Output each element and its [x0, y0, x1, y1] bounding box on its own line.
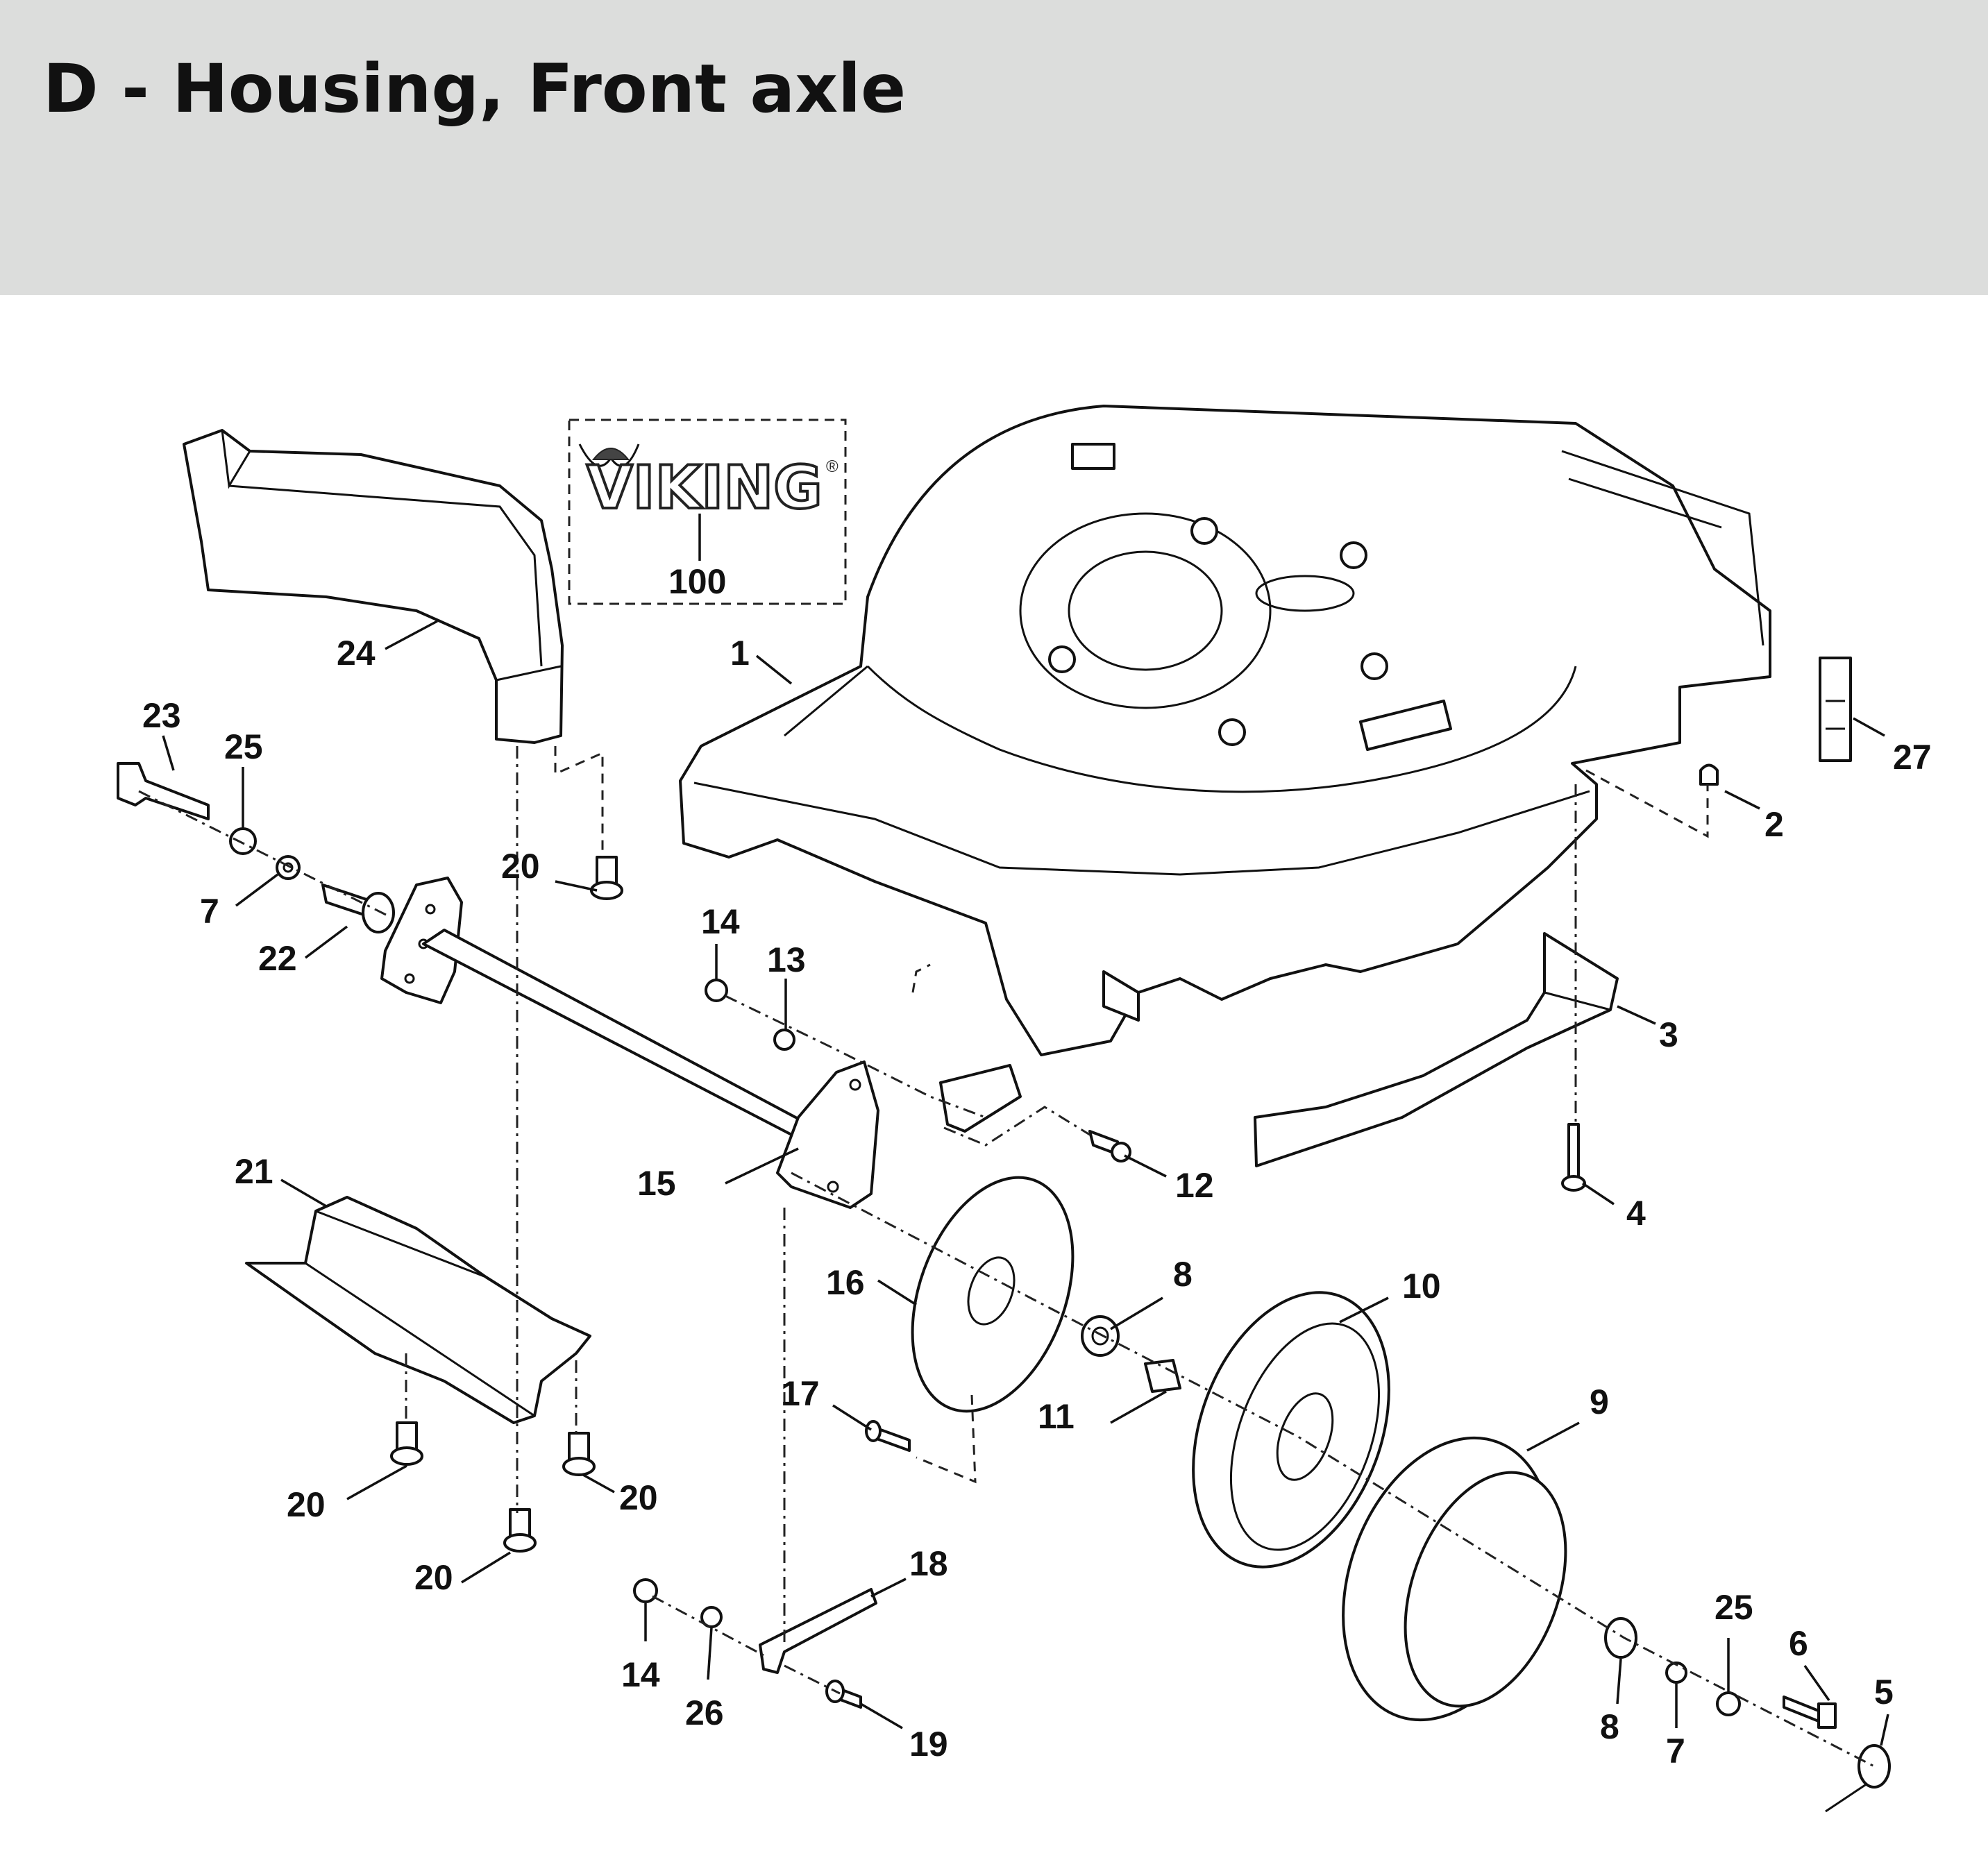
page-title: D - Housing, Front axle: [43, 50, 907, 128]
callout-25-lower: 25: [1715, 1588, 1753, 1627]
callout-100: 100: [668, 562, 726, 601]
callout-23: 23: [142, 696, 181, 735]
callout-1: 1: [730, 634, 750, 673]
assembly-lines: [138, 746, 1875, 1768]
callout-10: 10: [1402, 1267, 1441, 1305]
callout-15: 15: [637, 1164, 676, 1203]
leader-lines: [162, 620, 1889, 1746]
callout-18: 18: [909, 1544, 948, 1583]
logo-text: VIKING: [587, 453, 823, 523]
title-banner: D - Housing, Front axle: [0, 0, 1988, 295]
callout-6: 6: [1789, 1624, 1808, 1663]
part-3: [1254, 932, 1619, 1167]
callout-21: 21: [235, 1152, 273, 1191]
callout-labels: 1 2 3 4 5 6 7 7 8 8 9 10 11 12 13 14 14 …: [142, 562, 1932, 1770]
housing: [679, 405, 1771, 1056]
callout-5: 5: [1874, 1673, 1894, 1711]
part-16: [911, 1176, 1075, 1413]
callout-26: 26: [685, 1693, 724, 1732]
callout-16: 16: [826, 1263, 865, 1302]
callout-13: 13: [767, 940, 806, 979]
callout-2: 2: [1764, 805, 1784, 844]
callout-22: 22: [258, 939, 297, 978]
callout-8-upper: 8: [1173, 1255, 1193, 1294]
callout-8-lower: 8: [1600, 1707, 1619, 1746]
part-9: [1342, 1436, 1567, 1722]
callout-20-d: 20: [414, 1558, 453, 1597]
callout-12: 12: [1175, 1166, 1214, 1205]
callout-7-lower: 7: [1666, 1732, 1685, 1770]
callout-14-upper: 14: [701, 902, 740, 941]
registered-mark: ®: [826, 457, 839, 476]
front-axle: [380, 877, 879, 1209]
viking-logo: VIKING ®: [568, 418, 847, 605]
part-10: [1192, 1291, 1390, 1569]
callout-20-b: 20: [287, 1485, 326, 1524]
callout-9: 9: [1590, 1383, 1609, 1421]
callout-25-upper: 25: [224, 727, 263, 766]
callout-4: 4: [1626, 1194, 1646, 1233]
callout-27: 27: [1893, 738, 1932, 777]
callout-20-a: 20: [501, 847, 540, 886]
callout-17: 17: [781, 1374, 820, 1413]
callout-11: 11: [1038, 1397, 1075, 1436]
part-21: [245, 1196, 591, 1424]
callout-14-lower: 14: [621, 1655, 660, 1694]
callout-3: 3: [1659, 1015, 1678, 1054]
part-24: [183, 429, 564, 744]
callout-7-upper: 7: [200, 892, 219, 931]
callout-20-c: 20: [619, 1478, 658, 1517]
callout-19: 19: [909, 1725, 948, 1764]
callout-24: 24: [337, 634, 376, 673]
